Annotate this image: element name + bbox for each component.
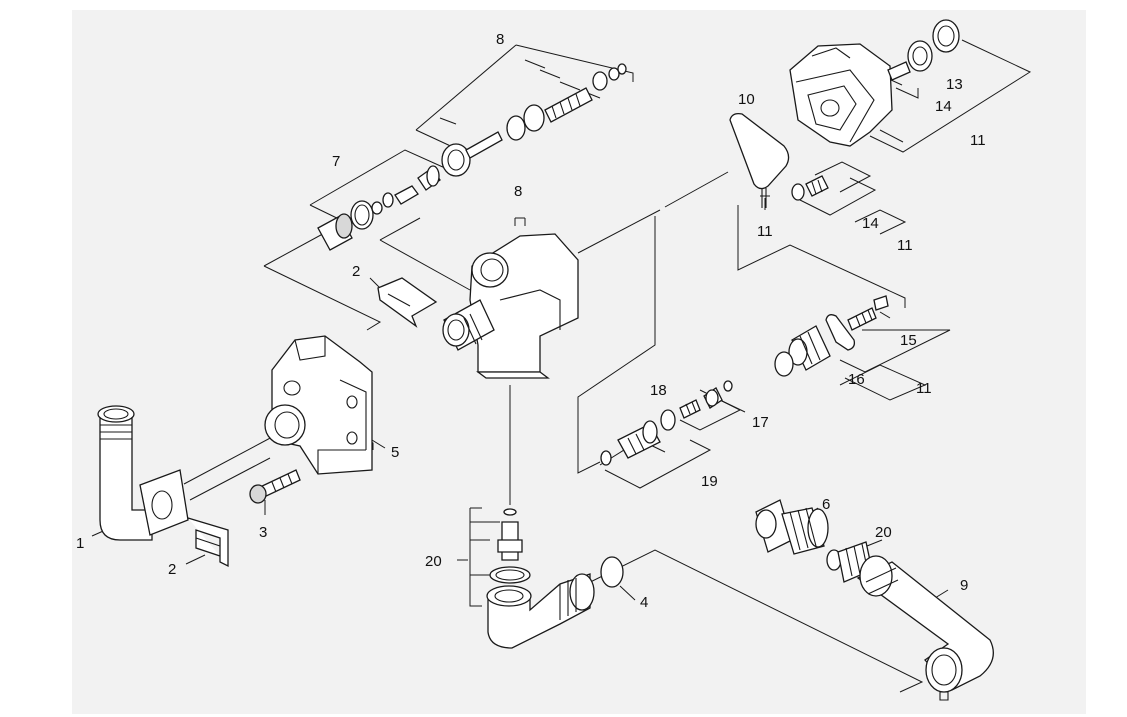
callout-6: 6	[822, 496, 830, 513]
part-8-piston-assembly	[441, 63, 627, 177]
callout-11-seal: 11	[757, 223, 773, 240]
part-13-fitting	[907, 19, 960, 72]
callout-3: 3	[259, 524, 267, 541]
callout-4: 4	[640, 594, 648, 611]
part-2-clip-upper	[377, 277, 438, 328]
callout-20-right: 20	[875, 524, 892, 541]
part-20-valve-stem	[489, 508, 531, 584]
part-elbow-outlet	[486, 573, 595, 649]
callout-18: 18	[650, 382, 667, 399]
callout-2-upper: 2	[352, 263, 360, 280]
callout-8-body: 8	[514, 183, 522, 200]
callout-labels: 1 2 2 3 4 5 6 7 8 8 9 10 11 11 11 11 13 …	[76, 31, 986, 611]
callout-2-lower: 2	[168, 561, 176, 578]
callout-17: 17	[752, 414, 769, 431]
part-10-triangular-seal	[729, 112, 790, 208]
callout-14-mid: 14	[862, 215, 879, 232]
part-2-clip-lower	[187, 517, 229, 568]
part-15-spring-seal	[825, 295, 889, 351]
callout-16: 16	[848, 371, 865, 388]
callout-14-top: 14	[935, 98, 952, 115]
callout-11-mid: 11	[897, 237, 913, 254]
part-3-screw	[249, 469, 301, 504]
part-4-o-ring	[600, 556, 624, 588]
part-5-pump-housing	[264, 335, 373, 475]
callout-1: 1	[76, 535, 84, 552]
callout-5: 5	[391, 444, 399, 461]
leader-lines	[91, 39, 1032, 693]
callout-11-head: 11	[970, 132, 986, 149]
callout-13: 13	[946, 76, 963, 93]
part-9-hose-elbow	[856, 555, 994, 701]
part-7-valve-insert	[317, 165, 441, 251]
callout-19: 19	[701, 473, 718, 490]
callout-11-lower: 11	[916, 380, 932, 397]
callout-10: 10	[738, 91, 755, 108]
callout-7: 7	[332, 153, 340, 170]
part-17-18-19-valve-group	[600, 380, 733, 466]
part-16-valve-cartridge	[774, 325, 831, 377]
part-11-cylinder-head	[789, 43, 911, 147]
part-6-coupling	[755, 499, 829, 555]
callout-8-top: 8	[496, 31, 504, 48]
callout-15: 15	[900, 332, 917, 349]
part-14-spring-valve	[791, 175, 829, 201]
callout-20-left: 20	[425, 553, 442, 570]
part-8-valve-body	[442, 233, 579, 379]
callout-9: 9	[960, 577, 968, 594]
part-1-elbow-inlet	[97, 405, 189, 541]
